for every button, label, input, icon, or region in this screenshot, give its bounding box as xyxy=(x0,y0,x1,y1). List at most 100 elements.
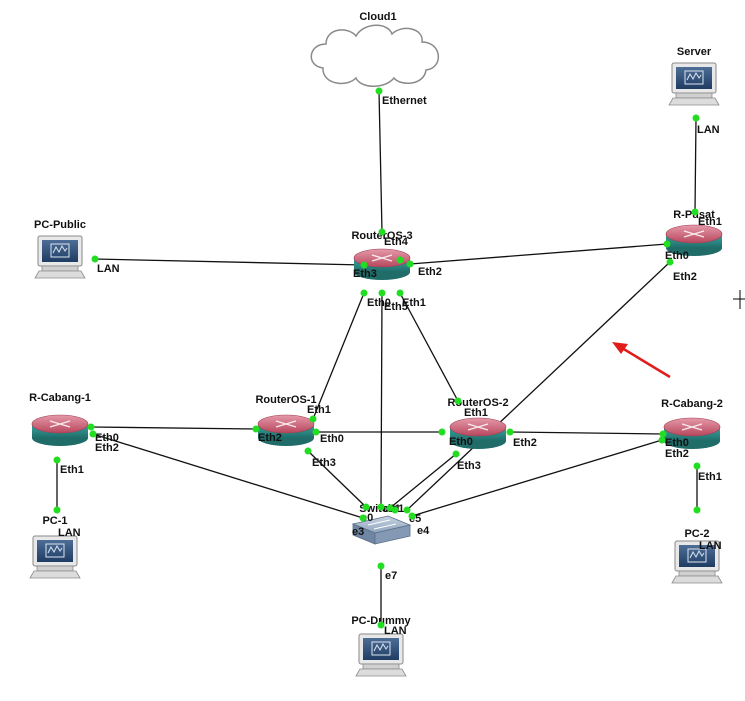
port-label-ros2-eth0: Eth0 xyxy=(449,436,473,448)
r-cabang-1-name-label: R-Cabang-1 xyxy=(29,392,91,404)
port-label-ros3-eth3: Eth3 xyxy=(353,268,377,280)
routeros-2-router-icon[interactable] xyxy=(449,417,507,449)
link-endpoint-dot xyxy=(359,514,367,522)
server-pc-icon[interactable] xyxy=(668,62,720,106)
link-endpoint-dot xyxy=(391,506,399,514)
link-routeros-2-to-r-cabang-2[interactable] xyxy=(509,431,664,435)
routeros-1-name-label: RouterOS-1 xyxy=(255,394,316,406)
link-endpoint-dot xyxy=(692,114,700,122)
pc-1-name-label: PC-1 xyxy=(42,515,67,527)
link-endpoint-dot xyxy=(691,208,699,216)
link-pc-public-to-routeros-3[interactable] xyxy=(94,258,365,266)
link-endpoint-dot xyxy=(659,430,667,438)
port-label-ros2-eth1: Eth1 xyxy=(464,407,488,419)
pc-2-name-label: PC-2 xyxy=(684,528,709,540)
link-endpoint-dot xyxy=(377,621,385,629)
link-endpoint-dot xyxy=(506,428,514,436)
link-endpoint-dot xyxy=(408,512,416,520)
cloud1-cloud-icon[interactable] xyxy=(310,24,440,87)
link-endpoint-dot xyxy=(252,425,260,433)
link-endpoint-dot xyxy=(362,503,370,511)
port-label-sw-e4: e4 xyxy=(417,525,430,537)
port-label-rpusat-eth1: Eth1 xyxy=(698,216,722,228)
r-cabang-2-router-icon[interactable] xyxy=(663,417,721,449)
link-endpoint-dot xyxy=(309,415,317,423)
port-label-ros3-eth2: Eth2 xyxy=(418,266,442,278)
port-label-pcdummy-lan: LAN xyxy=(384,625,407,637)
link-routeros-3-to-switch1[interactable] xyxy=(380,292,383,508)
link-endpoint-dot xyxy=(53,506,61,514)
port-label-ros1-eth2: Eth2 xyxy=(258,432,282,444)
link-r-cabang-1-to-routeros-1[interactable] xyxy=(90,426,257,430)
link-endpoint-dot xyxy=(304,447,312,455)
nodes-layer: Cloud1ServerPC-PublicRouterOS-3R-PusatR-… xyxy=(29,11,723,677)
routeros-3-router-icon[interactable] xyxy=(353,248,411,280)
link-endpoint-dot xyxy=(693,506,701,514)
port-label-pcpublic-lan: LAN xyxy=(97,263,120,275)
links-layer xyxy=(56,90,698,625)
port-label-ros1-eth0: Eth0 xyxy=(320,433,344,445)
port-label-pc2-lan: LAN xyxy=(699,540,722,552)
port-label-ros2-eth2: Eth2 xyxy=(513,437,537,449)
link-endpoint-dot xyxy=(377,503,385,511)
link-routeros-1-to-switch1[interactable] xyxy=(307,450,367,508)
link-routeros-3-to-routeros-1[interactable] xyxy=(312,292,365,420)
link-endpoint-dot xyxy=(378,228,386,236)
port-label-rc1-eth1: Eth1 xyxy=(60,464,84,476)
red-arrow-annotation xyxy=(612,342,671,379)
dots-layer xyxy=(53,87,701,629)
link-endpoint-dot xyxy=(378,289,386,297)
link-routeros-3-to-r-pusat[interactable] xyxy=(409,243,668,265)
link-endpoint-dot xyxy=(663,240,671,248)
port-label-rc2-eth2: Eth2 xyxy=(665,448,689,460)
link-endpoint-dot xyxy=(312,428,320,436)
link-endpoint-dot xyxy=(375,87,383,95)
port-label-rc2-eth0: Eth0 xyxy=(665,437,689,449)
link-endpoint-dot xyxy=(91,255,99,263)
r-pusat-router-icon[interactable] xyxy=(665,224,723,256)
r-cabang-1-router-icon[interactable] xyxy=(31,414,89,446)
port-label-ros3-eth5: Eth5 xyxy=(384,301,408,313)
port-label-rpusat-eth2: Eth2 xyxy=(673,271,697,283)
r-cabang-2-name-label: R-Cabang-2 xyxy=(661,398,723,410)
link-endpoint-dot xyxy=(89,430,97,438)
link-routeros-3-to-routeros-2[interactable] xyxy=(399,292,459,402)
port-label-rc1-eth2: Eth2 xyxy=(95,442,119,454)
link-endpoint-dot xyxy=(396,289,404,297)
pc-1-pc-icon[interactable] xyxy=(29,535,81,579)
link-endpoint-dot xyxy=(377,562,385,570)
port-label-ros2-eth3: Eth3 xyxy=(457,460,481,472)
link-endpoint-dot xyxy=(360,289,368,297)
link-endpoint-dot xyxy=(53,456,61,464)
pc-2-pc-icon[interactable] xyxy=(671,540,723,584)
pc-dummy-name-label: PC-Dummy xyxy=(351,615,411,627)
port-label-ros1-eth3: Eth3 xyxy=(312,457,336,469)
pc-dummy-pc-icon[interactable] xyxy=(355,633,407,677)
crosshair-cursor-icon xyxy=(733,290,745,309)
link-endpoint-dot xyxy=(403,506,411,514)
port-label-rc2-eth1: Eth1 xyxy=(698,471,722,483)
cloud1-name-label: Cloud1 xyxy=(359,11,396,23)
link-cloud1-to-routeros-3[interactable] xyxy=(378,90,383,233)
port-label-pc1-lan: LAN xyxy=(58,527,81,539)
routeros-2-name-label: RouterOS-2 xyxy=(447,397,508,409)
link-endpoint-dot xyxy=(406,260,414,268)
link-r-cabang-2-to-switch1[interactable] xyxy=(411,439,663,517)
link-server-to-r-pusat[interactable] xyxy=(694,117,697,213)
link-endpoint-dot xyxy=(454,397,462,405)
routeros-3-name-label: RouterOS-3 xyxy=(351,230,412,242)
port-label-sw-e3: e3 xyxy=(352,526,364,538)
routeros-1-router-icon[interactable] xyxy=(257,414,315,446)
link-routeros-2-to-switch1[interactable] xyxy=(389,453,457,509)
pc-public-pc-icon[interactable] xyxy=(34,235,86,279)
port-label-server-lan: LAN xyxy=(697,124,720,136)
link-r-cabang-1-to-switch1[interactable] xyxy=(92,433,364,519)
link-r-pusat-to-switch1[interactable] xyxy=(406,261,671,511)
port-label-ros3-eth4: Eth4 xyxy=(384,236,409,248)
link-endpoint-dot xyxy=(87,423,95,431)
link-endpoint-dot xyxy=(693,462,701,470)
link-endpoint-dot xyxy=(452,450,460,458)
port-label-cloud-ethernet: Ethernet xyxy=(382,95,427,107)
switch1-switch-icon[interactable] xyxy=(351,515,412,545)
